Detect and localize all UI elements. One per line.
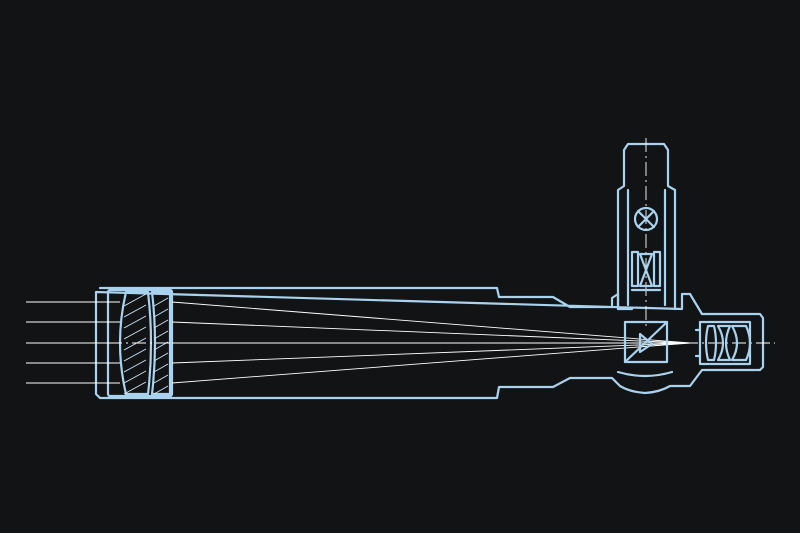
converging-ray-1 [171, 301, 691, 344]
incoming-rays [26, 301, 120, 384]
lens-hatch-line-b-6 [153, 352, 169, 362]
relay-lens-stack [630, 250, 662, 292]
lens-hatch-line-b-4 [153, 330, 169, 340]
cube-collar [616, 370, 674, 378]
lens-hatch-line-6 [123, 348, 147, 362]
lens-hatch-line-b-2 [153, 308, 169, 318]
prism-arrow [638, 332, 654, 354]
vertical-arm-outline [616, 142, 677, 311]
lens-hatch-line-7 [123, 359, 147, 373]
converging-ray-2 [171, 321, 691, 344]
eyepiece [694, 320, 752, 366]
lens-hatch-line-b-1 [153, 297, 169, 307]
reticle-crosshair-icon [633, 206, 659, 232]
lens-hatch-line-4 [123, 326, 147, 340]
lens-hatch-line-b-7 [153, 363, 169, 373]
lens-hatch-line-b-3 [153, 319, 169, 329]
beam-splitter-cube [623, 320, 669, 364]
converging-rays [171, 301, 691, 384]
objective-lens-hatching [123, 293, 169, 395]
converging-ray-4 [171, 342, 691, 364]
lens-hatch-line-3 [123, 315, 147, 329]
lens-hatch-line-9 [123, 381, 147, 395]
lens-hatch-line-2 [123, 304, 147, 318]
lens-hatch-line-1 [123, 293, 147, 307]
converging-ray-5 [171, 342, 691, 384]
lens-hatch-line-b-9 [153, 385, 169, 395]
lens-hatch-line-8 [123, 370, 147, 384]
lens-hatch-line-b-8 [153, 374, 169, 384]
lens-hatch-line-5 [123, 337, 147, 351]
